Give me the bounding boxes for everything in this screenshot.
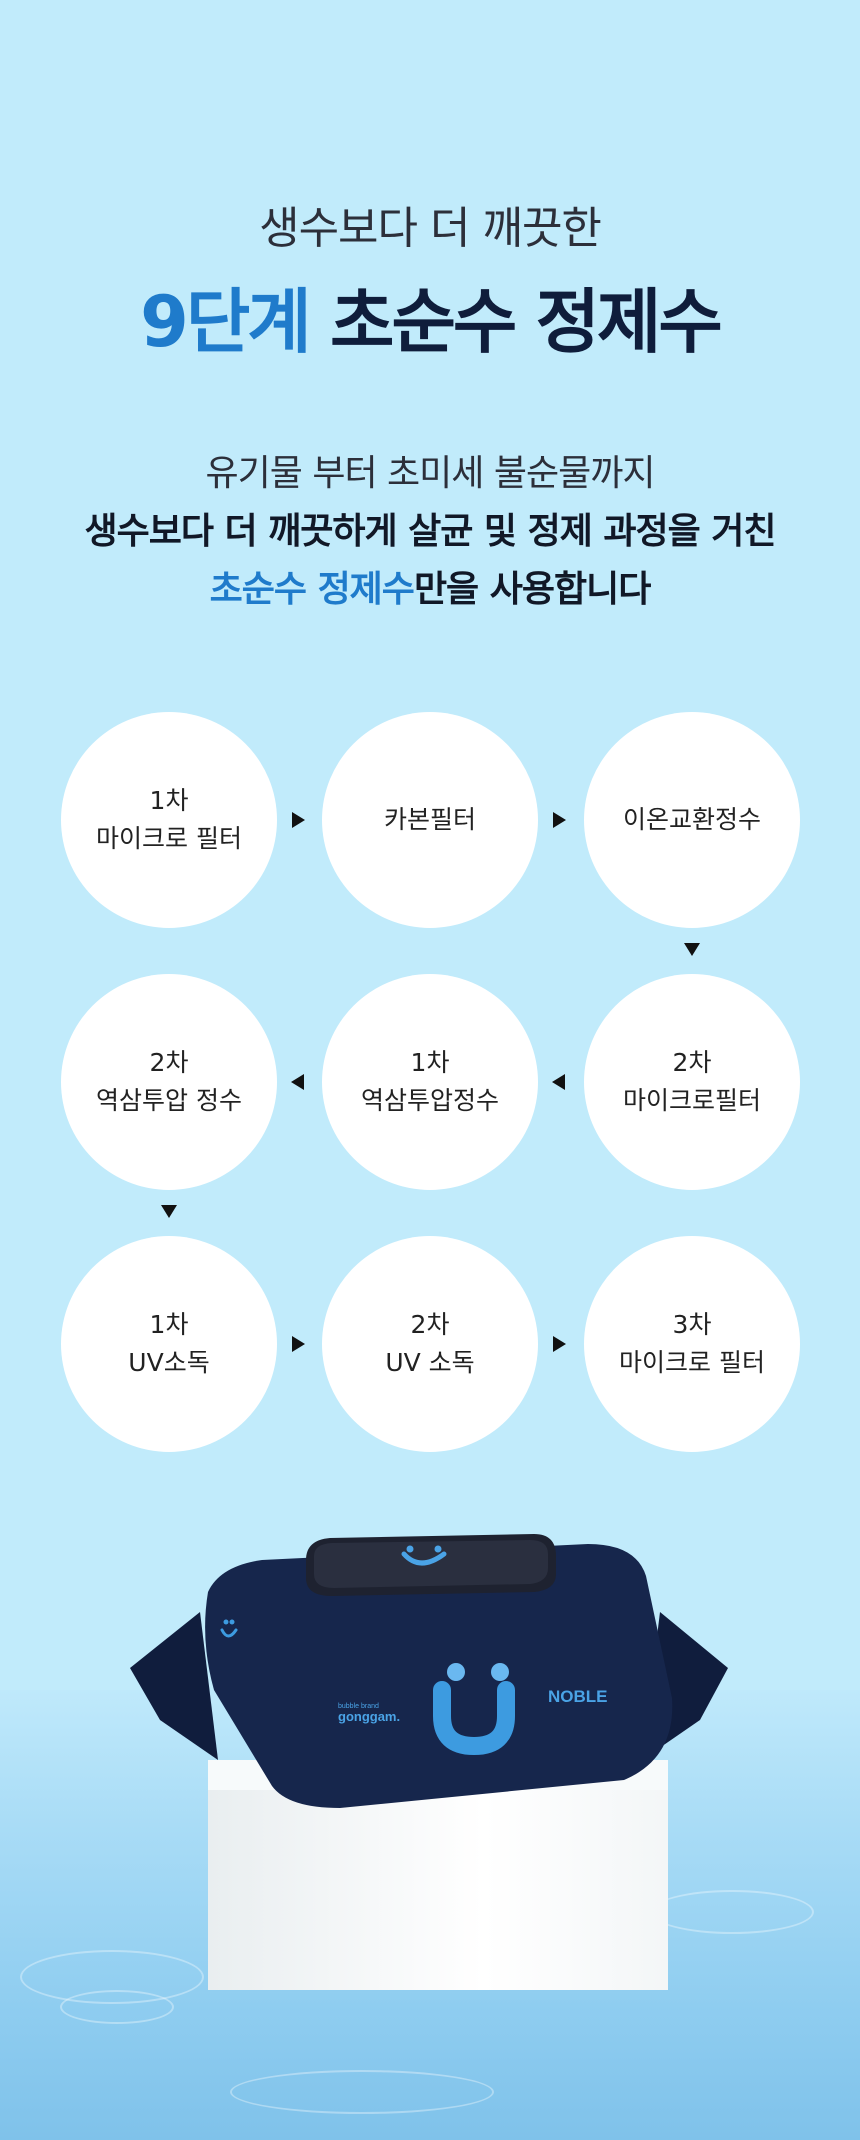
- step-circle-2: 카본필터: [322, 712, 538, 928]
- step-4-line2: 마이크로필터: [622, 1086, 761, 1115]
- step-circle-1: 1차 마이크로 필터: [61, 712, 277, 928]
- step-7-line1: 1차: [149, 1310, 189, 1339]
- arrow-right-icon: [292, 812, 305, 828]
- description-accent: 초순수 정제수: [209, 569, 415, 610]
- brand-small: gonggam.: [338, 1709, 400, 1724]
- step-2-line1: 카본필터: [383, 805, 476, 834]
- description-line-1: 유기물 부터 초미세 불순물까지: [205, 453, 656, 494]
- step-4-line1: 2차: [672, 1048, 712, 1077]
- step-1-line2: 마이크로 필터: [96, 824, 242, 853]
- package-body: [205, 1544, 673, 1808]
- step-circle-5: 1차 역삼투압정수: [322, 974, 538, 1190]
- lid-smile-icon: [401, 1551, 447, 1566]
- step-circle-8: 2차 UV 소독: [322, 1236, 538, 1452]
- step-circle-7: 1차 UV소독: [61, 1236, 277, 1452]
- step-5-line2: 역삼투압정수: [360, 1086, 499, 1115]
- step-5-line1: 1차: [410, 1048, 450, 1077]
- arrow-down-icon: [684, 943, 700, 956]
- lid-eye-icon: [406, 1545, 414, 1553]
- description-line-2: 생수보다 더 깨끗하게 살균 및 정제 과정을 거친: [84, 511, 776, 552]
- arrow-down-icon: [161, 1205, 177, 1218]
- header-subtitle: 생수보다 더 깨끗한: [259, 203, 602, 254]
- title-rest: 초순수 정제수: [308, 281, 723, 363]
- brand-tiny: bubble brand: [338, 1703, 379, 1710]
- step-circle-4: 2차 마이크로필터: [584, 974, 800, 1190]
- side-smile-icon: [220, 1628, 238, 1638]
- step-1-line1: 1차: [149, 786, 189, 815]
- description-line-3: 초순수 정제수만을 사용합니다: [0, 560, 860, 612]
- lid-eye-icon: [434, 1545, 442, 1553]
- step-6-line2: 역삼투압 정수: [96, 1086, 242, 1115]
- arrow-left-icon: [552, 1074, 565, 1090]
- pedestal: [208, 1790, 668, 1990]
- step-9-line2: 마이크로 필터: [619, 1348, 765, 1377]
- header-title: 9단계 초순수 정제수: [0, 266, 860, 367]
- step-8-line1: 2차: [410, 1310, 450, 1339]
- description-rest: 만을 사용합니다: [413, 569, 651, 610]
- side-eye-icon: [223, 1619, 229, 1625]
- title-accent: 9단계: [140, 281, 312, 363]
- step-9-line1: 3차: [672, 1310, 712, 1339]
- logo-eye-icon: [491, 1663, 509, 1681]
- arrow-right-icon: [553, 1336, 566, 1352]
- step-3-line1: 이온교환정수: [622, 805, 761, 834]
- arrow-right-icon: [553, 812, 566, 828]
- logo-eye-icon: [447, 1663, 465, 1681]
- step-circle-6: 2차 역삼투압 정수: [61, 974, 277, 1190]
- step-8-line2: UV 소독: [385, 1348, 475, 1377]
- package-left-wing: [130, 1612, 218, 1760]
- water-ripple: [60, 1990, 174, 2024]
- step-7-line2: UV소독: [128, 1348, 210, 1377]
- logo-smile-icon: [433, 1681, 515, 1756]
- arrow-left-icon: [291, 1074, 304, 1090]
- water-ripple: [230, 2070, 494, 2114]
- step-6-line1: 2차: [149, 1048, 189, 1077]
- side-eye-icon: [229, 1619, 235, 1625]
- arrow-right-icon: [292, 1336, 305, 1352]
- step-circle-3: 이온교환정수: [584, 712, 800, 928]
- step-circle-9: 3차 마이크로 필터: [584, 1236, 800, 1452]
- brand-mark: NOBLE: [548, 1687, 608, 1706]
